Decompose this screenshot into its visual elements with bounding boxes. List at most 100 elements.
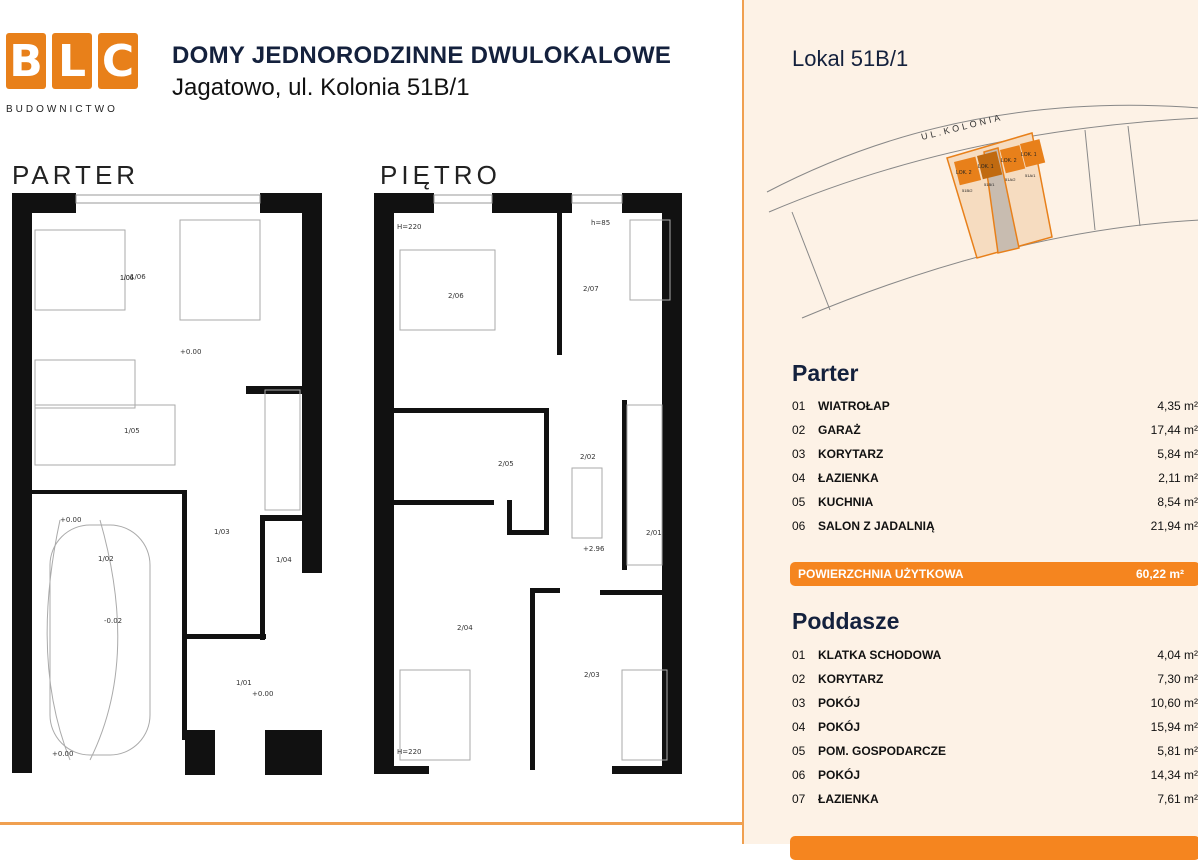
logo-letter: B (6, 33, 46, 89)
lot-label: LOK. 1 (978, 164, 994, 170)
room-label: 1/04 (276, 556, 292, 564)
room-name: POKÓJ (818, 720, 861, 734)
logo-letter: L (52, 33, 92, 89)
page-title: DOMY JEDNORODZINNE DWULOKALOWE (172, 42, 672, 69)
room-number: 02 (792, 672, 806, 686)
room-area: 5,81 m² (1157, 744, 1198, 758)
room-name: POKÓJ (818, 768, 861, 782)
level-label: +0.00 (52, 750, 74, 758)
room-area: 7,30 m² (1157, 672, 1198, 686)
room-row: 04 POKÓJ 15,94 m² (792, 717, 1198, 737)
room-name: SALON Z JADALNIĄ (818, 519, 935, 533)
room-number: 06 (792, 768, 806, 782)
total-area-bar-2 (790, 836, 1198, 860)
room-number: 05 (792, 495, 806, 509)
room-row: 03 KORYTARZ 5,84 m² (792, 444, 1198, 464)
room-row: 01 WIATROŁAP 4,35 m² (792, 396, 1198, 416)
height-label: H=220 (397, 223, 422, 231)
logo-subtitle: BUDOWNICTWO (6, 104, 118, 115)
svg-text:1/06: 1/06 (120, 275, 134, 282)
room-area: 15,94 m² (1150, 720, 1198, 734)
room-label: 1/02 (98, 555, 114, 563)
room-area: 8,54 m² (1157, 495, 1198, 509)
room-row: 05 POM. GOSPODARCZE 5,81 m² (792, 741, 1198, 761)
plans-area: B L C BUDOWNICTWO DOMY JEDNORODZINNE DWU… (0, 33, 742, 825)
room-area: 14,34 m² (1150, 768, 1198, 782)
pietro-title: PIĘTRO (380, 160, 501, 190)
room-number: 01 (792, 648, 806, 662)
room-row: 02 KORYTARZ 7,30 m² (792, 669, 1198, 689)
room-row: 04 ŁAZIENKA 2,11 m² (792, 468, 1198, 488)
total-area-bar: POWIERZCHNIA UŻYTKOWA 60,22 m² (790, 562, 1198, 586)
unit-panel: Lokal 51B/1 UL.KOLONIA LOK. 2 LOK. 1 LOK… (742, 0, 1198, 860)
poddasze-heading: Poddasze (792, 608, 900, 634)
room-name: POM. GOSPODARCZE (818, 744, 947, 758)
logo-letter: C (98, 33, 138, 89)
room-label: 2/05 (498, 460, 514, 468)
lot-number: 51B/2 (962, 188, 973, 193)
room-area: 7,61 m² (1157, 792, 1198, 806)
room-row: 06 POKÓJ 14,34 m² (792, 765, 1198, 785)
room-number: 02 (792, 423, 806, 437)
level-label: -0.02 (104, 617, 123, 625)
room-row: 07 ŁAZIENKA 7,61 m² (792, 789, 1198, 809)
room-label: 1/01 (236, 679, 252, 687)
room-area: 4,04 m² (1157, 648, 1198, 662)
divider (0, 822, 742, 825)
room-number: 04 (792, 471, 806, 485)
room-area: 10,60 m² (1150, 696, 1198, 710)
lot-number: 51A/2 (1005, 177, 1016, 182)
street-label: UL.KOLONIA (920, 112, 1004, 142)
lot-label: LOK. 2 (956, 170, 972, 176)
room-row: 05 KUCHNIA 8,54 m² (792, 492, 1198, 512)
room-name: KUCHNIA (818, 495, 874, 509)
room-name: WIATROŁAP (818, 399, 890, 413)
room-number: 04 (792, 720, 806, 734)
lot-number: 51B/1 (984, 182, 995, 187)
room-number: 01 (792, 399, 806, 413)
level-label: +0.00 (60, 516, 82, 524)
level-label: +0.00 (180, 348, 202, 356)
total-value: 60,22 m² (1135, 567, 1184, 581)
parter-heading: Parter (792, 360, 859, 386)
lot-number: 51A/1 (1025, 173, 1036, 178)
room-row: 03 POKÓJ 10,60 m² (792, 693, 1198, 713)
page-subtitle: Jagatowo, ul. Kolonia 51B/1 (172, 74, 470, 101)
height-label: h=85 (591, 219, 611, 227)
room-number: 03 (792, 447, 806, 461)
room-number: 05 (792, 744, 806, 758)
room-label: 2/07 (583, 285, 599, 293)
lot-label: LOK. 1 (1021, 152, 1037, 158)
unit-title: Lokal 51B/1 (792, 46, 909, 71)
room-number: 03 (792, 696, 806, 710)
room-label: 2/04 (457, 624, 473, 632)
room-area: 21,94 m² (1150, 519, 1198, 533)
room-label: 1/06 (130, 273, 146, 281)
room-name: KORYTARZ (818, 447, 884, 461)
pietro-floor-plan (374, 193, 682, 774)
level-label: +0.00 (252, 690, 274, 698)
room-label: 1/03 (214, 528, 230, 536)
site-plan: UL.KOLONIA LOK. 2 LOK. 1 LOK. 2 LOK. 1 5… (766, 104, 1198, 319)
blc-logo: B L C (6, 33, 138, 89)
parter-title: PARTER (12, 160, 140, 190)
parter-floor-plan: 1/06 (12, 193, 322, 775)
room-name: GARAŻ (818, 423, 861, 437)
room-area: 5,84 m² (1157, 447, 1198, 461)
room-name: POKÓJ (818, 696, 861, 710)
room-label: 2/03 (584, 671, 600, 679)
room-label: 2/06 (448, 292, 464, 300)
level-label: +2.96 (583, 545, 605, 553)
room-number: 07 (792, 792, 806, 806)
total-label: POWIERZCHNIA UŻYTKOWA (798, 567, 964, 581)
room-label: 2/02 (580, 453, 596, 461)
room-label: 1/05 (124, 427, 140, 435)
room-area: 4,35 m² (1157, 399, 1198, 413)
room-name: ŁAZIENKA (818, 792, 879, 806)
room-area: 2,11 m² (1158, 471, 1198, 485)
room-name: ŁAZIENKA (818, 471, 879, 485)
room-name: KORYTARZ (818, 672, 884, 686)
